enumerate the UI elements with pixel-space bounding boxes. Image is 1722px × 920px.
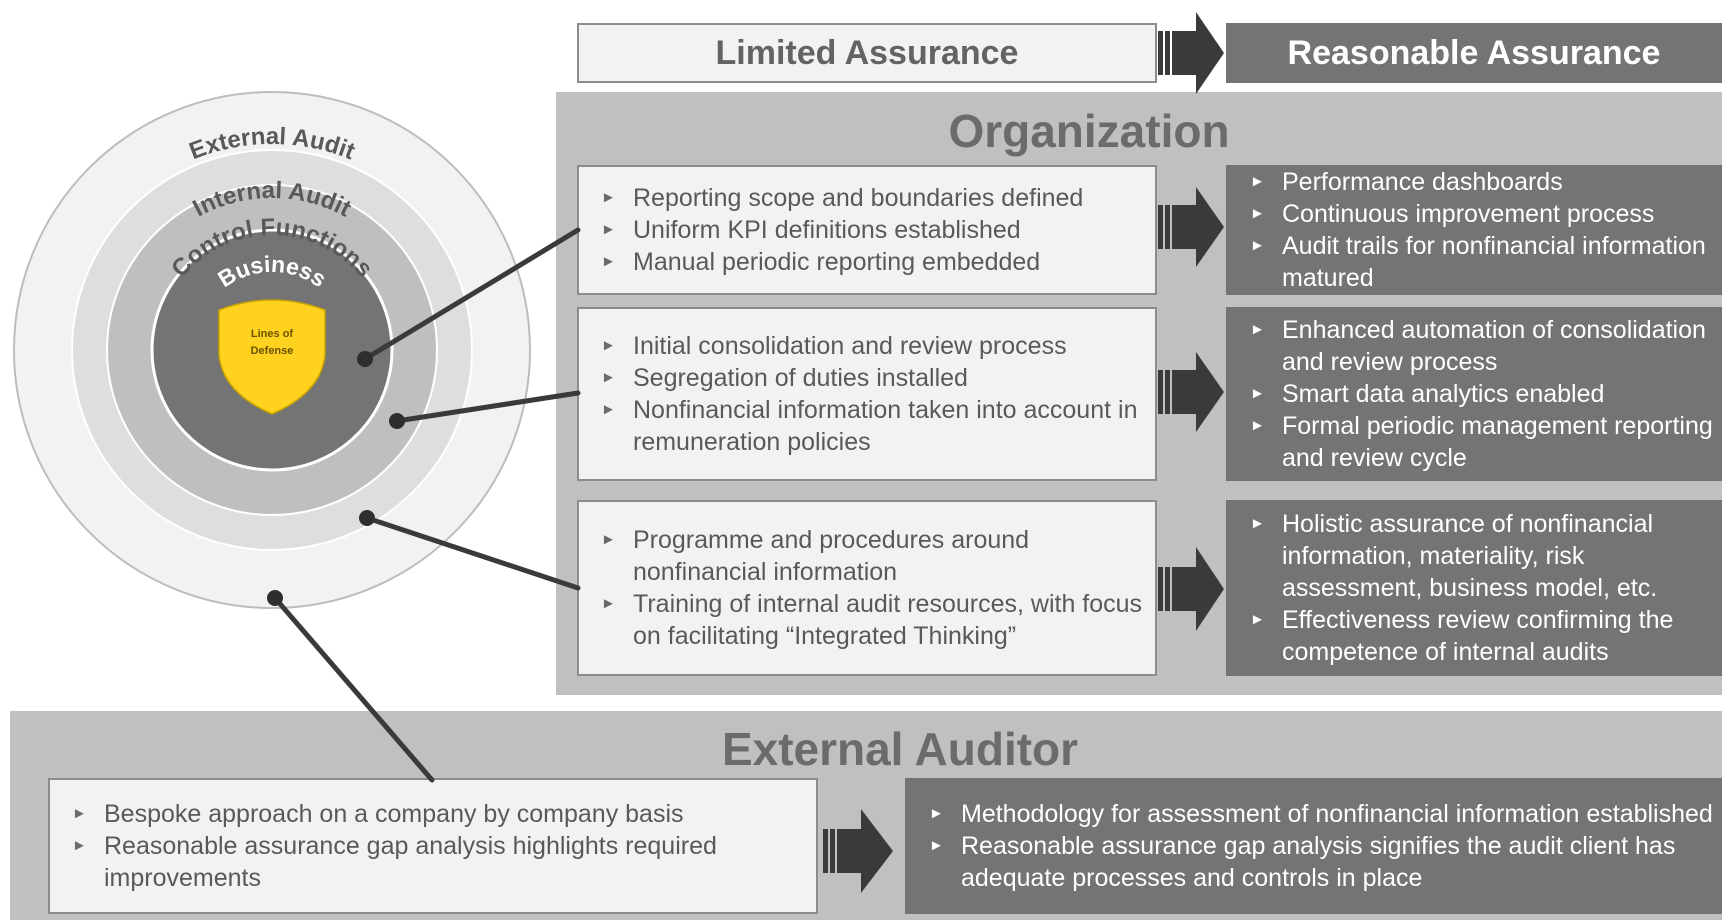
list-item: Training of internal audit resources, wi… [599, 588, 1149, 652]
list-item: Reasonable assurance gap analysis highli… [70, 830, 810, 894]
list-item: Segregation of duties installed [599, 362, 1149, 394]
connector-internal-audit [364, 515, 581, 591]
header-arrow-icon [1158, 12, 1224, 94]
list-item: Reporting scope and boundaries defined [599, 182, 1149, 214]
organization-title: Organization [948, 105, 1230, 157]
external-arrow-icon [823, 809, 893, 893]
dot-business [357, 351, 373, 367]
list-item: Programme and procedures around nonfinan… [599, 524, 1149, 588]
limited-assurance-header: Limited Assurance [577, 23, 1157, 83]
org-row3-reasonable-box: Holistic assurance of nonfinancial infor… [1226, 500, 1722, 676]
connector-lines [272, 227, 581, 783]
shield-text-line1: Lines of [251, 328, 294, 340]
list-item: Methodology for assessment of nonfinanci… [927, 798, 1716, 830]
connector-business [362, 227, 581, 362]
list-item: Nonfinancial information taken into acco… [599, 394, 1149, 458]
list-item: Holistic assurance of nonfinancial infor… [1248, 508, 1716, 604]
row2-arrow-icon [1158, 352, 1224, 432]
list-item: Manual periodic reporting embedded [599, 246, 1149, 278]
external-reasonable-box: Methodology for assessment of nonfinanci… [905, 778, 1722, 914]
connector-control-functions [394, 390, 581, 424]
dot-internal-audit [359, 510, 375, 526]
list-item: Effectiveness review confirming the comp… [1248, 604, 1716, 668]
list-item: Formal periodic management reporting and… [1248, 410, 1716, 474]
list-item: Smart data analytics enabled [1248, 378, 1716, 410]
external-auditor-title: External Auditor [721, 723, 1079, 775]
shield-icon: Lines of Defense [218, 299, 326, 415]
row3-arrow-icon [1158, 547, 1224, 631]
dot-control-functions [389, 413, 405, 429]
org-row2-reasonable-box: Enhanced automation of consolidation and… [1226, 307, 1722, 481]
list-item: Bespoke approach on a company by company… [70, 798, 810, 830]
org-row1-reasonable-box: Performance dashboards Continuous improv… [1226, 165, 1722, 295]
list-item: Audit trails for nonfinancial informatio… [1248, 230, 1716, 294]
external-limited-box: Bespoke approach on a company by company… [48, 778, 818, 914]
org-row3-limited-box: Programme and procedures around nonfinan… [577, 500, 1157, 676]
list-item: Initial consolidation and review process [599, 330, 1149, 362]
reasonable-assurance-header: Reasonable Assurance [1226, 23, 1722, 83]
list-item: Continuous improvement process [1248, 198, 1716, 230]
list-item: Uniform KPI definitions established [599, 214, 1149, 246]
connector-external-audit [272, 595, 435, 783]
org-row1-limited-box: Reporting scope and boundaries defined U… [577, 165, 1157, 295]
org-row2-limited-box: Initial consolidation and review process… [577, 307, 1157, 481]
row1-arrow-icon [1158, 187, 1224, 267]
shield-text-line2: Defense [251, 345, 294, 357]
list-item: Performance dashboards [1248, 166, 1716, 198]
connector-dots [267, 351, 405, 606]
list-item: Enhanced automation of consolidation and… [1248, 314, 1716, 378]
dot-external-audit [267, 590, 283, 606]
list-item: Reasonable assurance gap analysis signif… [927, 830, 1716, 894]
